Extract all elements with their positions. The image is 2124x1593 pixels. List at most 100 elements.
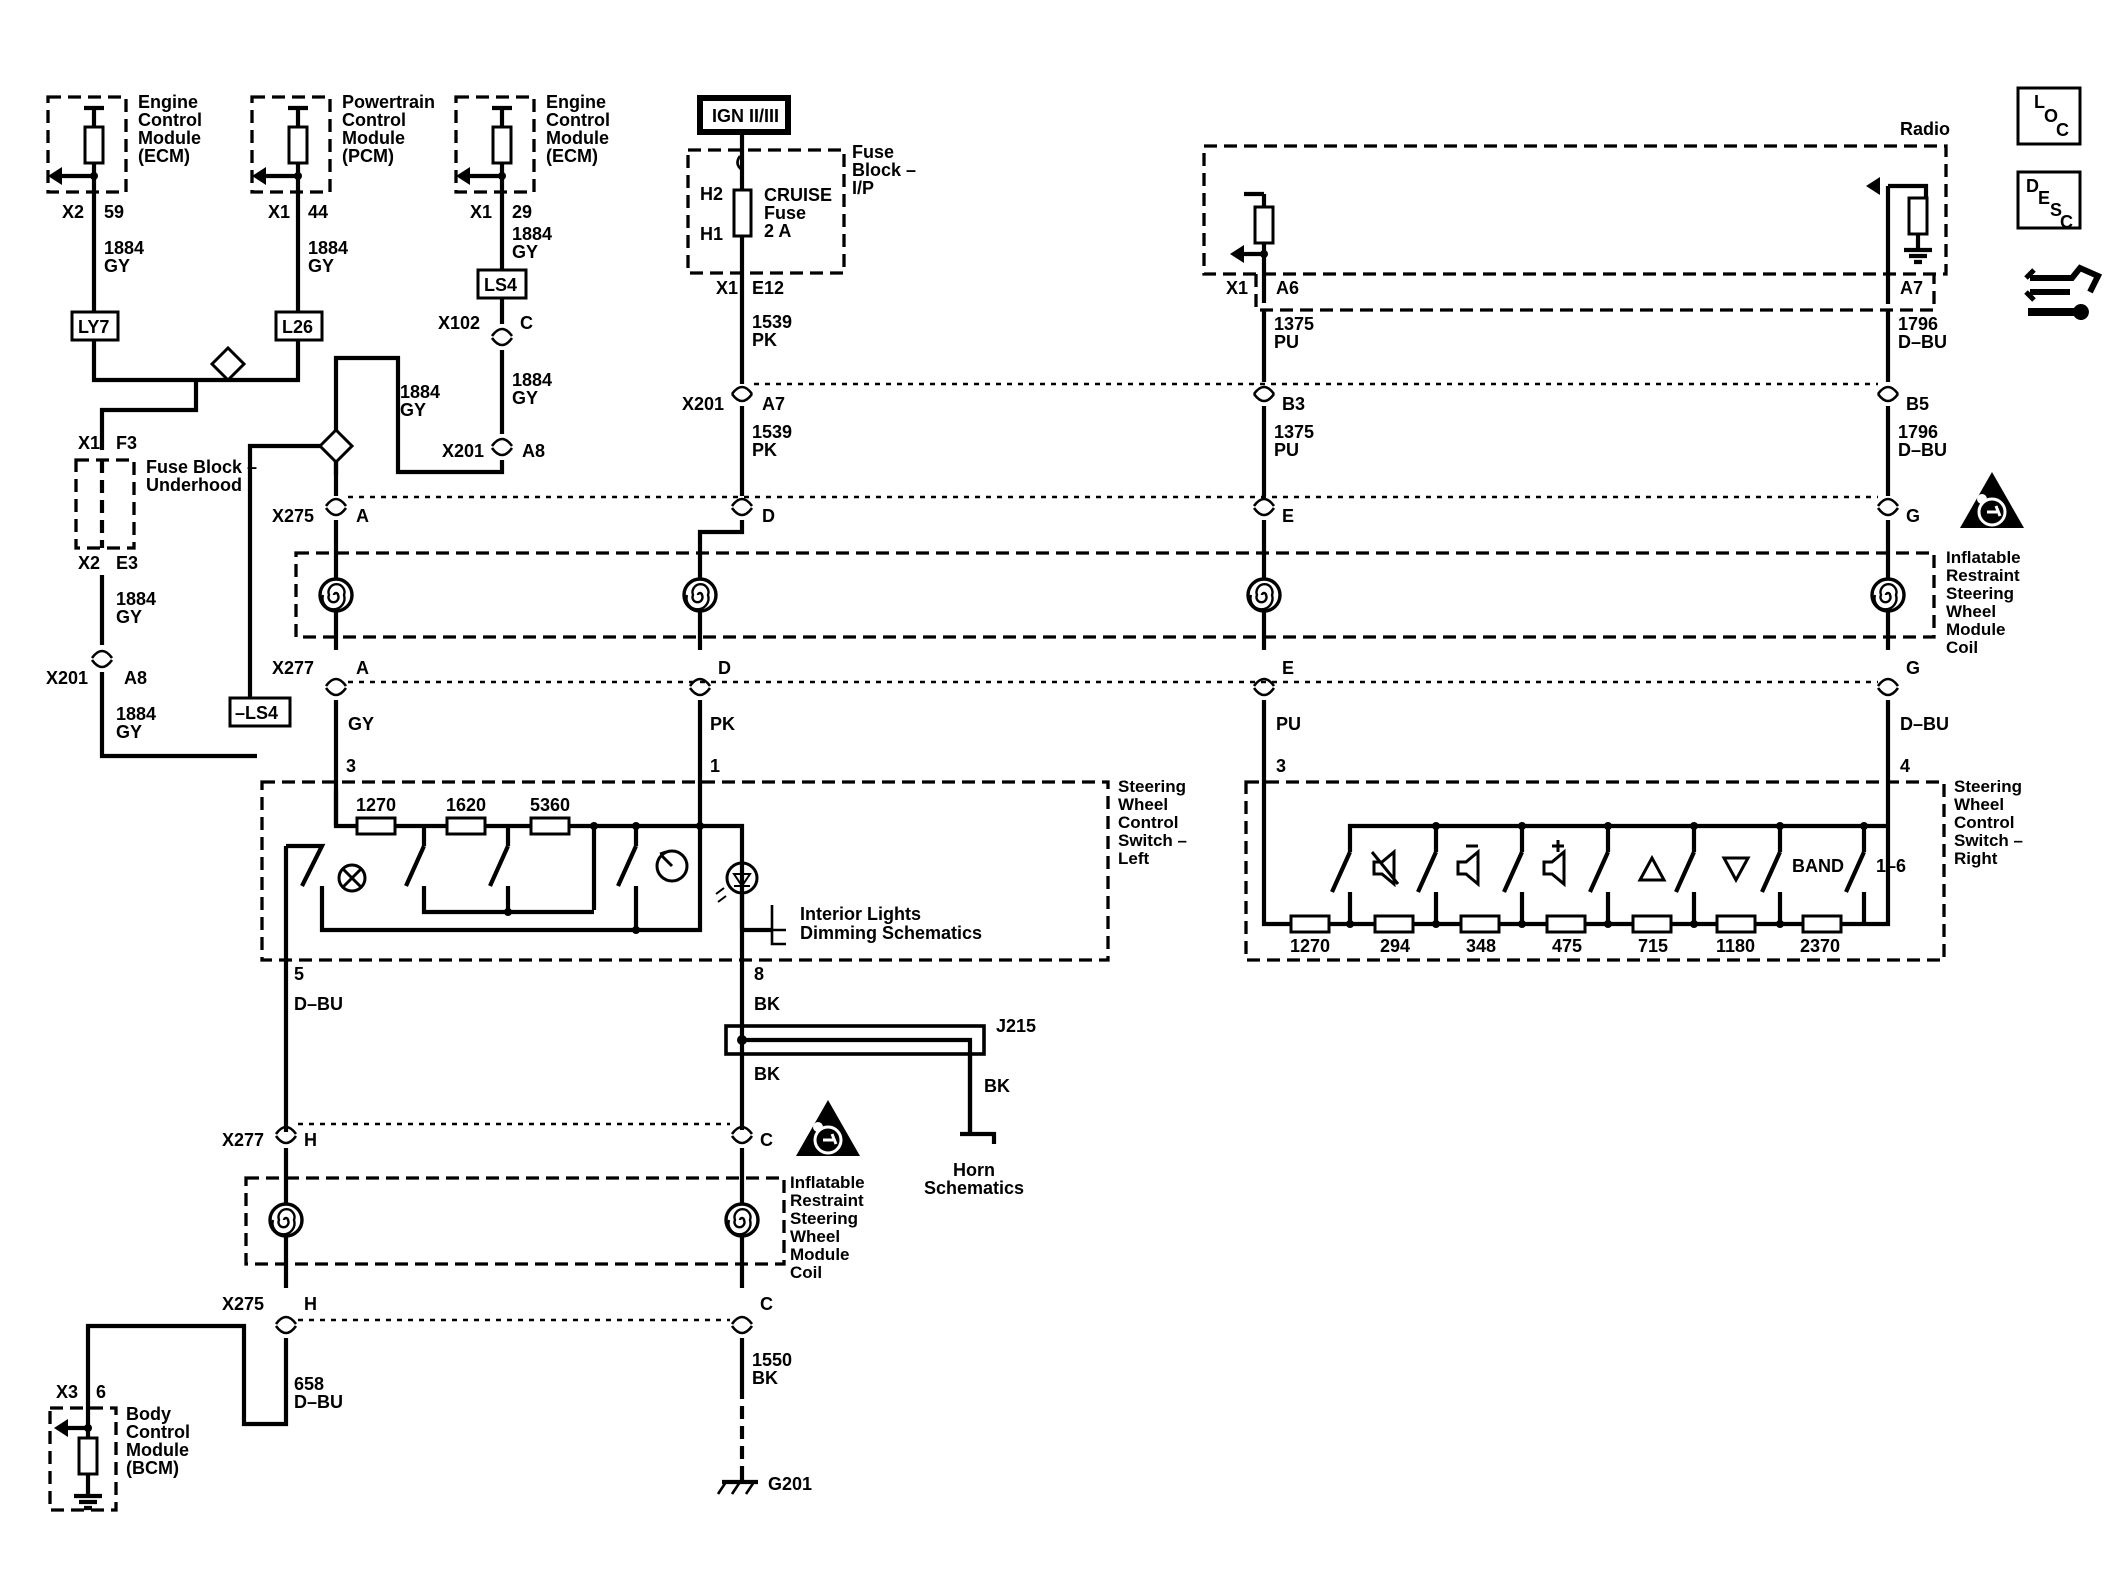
ground-g201-icon [716,1472,758,1495]
svg-text:S: S [2050,200,2062,220]
ly7-option-label: LY7 [78,317,109,337]
airbag-warning-icon [1958,470,2026,530]
svg-text:X277: X277 [272,658,314,678]
x277-connector-row: X277 A D E G GY PK PU D–BU [272,658,1949,826]
svg-text:A7: A7 [762,394,785,414]
loc-badge-icon[interactable]: LOC [2016,86,2082,146]
svg-text:8: 8 [754,964,764,984]
svg-text:3: 3 [1276,756,1286,776]
svg-text:1539: 1539 [752,312,792,332]
svg-text:E: E [1282,658,1294,678]
cruise-speedometer-icon [655,849,689,883]
svg-text:PK: PK [752,330,777,350]
svg-text:BK: BK [754,994,780,1014]
svg-text:E: E [1282,506,1294,526]
svg-text:IGN II/III: IGN II/III [712,106,779,126]
seek-down-icon [1721,856,1751,884]
svg-text:A: A [356,506,369,526]
svg-text:1884: 1884 [116,704,156,724]
svg-text:Fuse Block –Underhood: Fuse Block –Underhood [146,457,257,495]
svg-text:X3: X3 [56,1382,78,1402]
not-ls4-option-label: –LS4 [235,703,278,723]
svg-text:X201: X201 [682,394,724,414]
svg-text:A7: A7 [1900,278,1923,298]
svg-text:D–BU: D–BU [1898,440,1947,460]
svg-text:1375: 1375 [1274,422,1314,442]
svg-text:2370: 2370 [1800,936,1840,956]
svg-text:X201: X201 [46,668,88,688]
band-button-label: BAND [1792,856,1844,876]
svg-text:GY: GY [116,722,142,742]
airbag-warning-icon-lower [794,1098,862,1158]
svg-text:44: 44 [308,202,328,222]
volume-up-icon [1542,840,1566,888]
volume-down-icon [1456,844,1480,888]
svg-text:H2: H2 [700,184,723,204]
svg-text:1884: 1884 [512,370,552,390]
svg-text:1796: 1796 [1898,314,1938,334]
svg-text:PK: PK [752,440,777,460]
l26-option-label: L26 [282,317,313,337]
svg-text:E3: E3 [116,553,138,573]
svg-text:D: D [762,506,775,526]
svg-text:1539: 1539 [752,422,792,442]
svg-text:A8: A8 [124,668,147,688]
svg-text:X102: X102 [438,313,480,333]
preset-button-label: 1–6 [1876,856,1906,876]
svg-text:X1: X1 [470,202,492,222]
backlight-led-icon [715,861,759,903]
svg-text:348: 348 [1466,936,1496,956]
svg-text:658: 658 [294,1374,324,1394]
svg-text:D–BU: D–BU [1900,714,1949,734]
svg-text:D–BU: D–BU [294,1392,343,1412]
svg-text:GY: GY [400,400,426,420]
svg-text:3: 3 [346,756,356,776]
svg-text:PU: PU [1276,714,1301,734]
ign-power-source: IGN II/III [697,95,791,135]
svg-text:1884: 1884 [116,589,156,609]
svg-text:D–BU: D–BU [294,994,343,1014]
ls4-option-label: LS4 [484,275,517,295]
svg-text:C: C [760,1294,773,1314]
svg-text:C: C [2060,212,2073,232]
svg-text:G: G [1906,658,1920,678]
svg-text:1375: 1375 [1274,314,1314,334]
svg-text:O: O [2044,106,2058,126]
svg-text:X201: X201 [442,441,484,461]
svg-text:GY: GY [104,256,130,276]
svg-text:J215: J215 [996,1016,1036,1036]
svg-text:E12: E12 [752,278,784,298]
svg-text:E: E [2038,188,2050,208]
svg-text:PK: PK [710,714,735,734]
svg-text:G201: G201 [768,1474,812,1494]
svg-text:C: C [520,313,533,333]
svg-text:1884: 1884 [512,224,552,244]
x275-connector-row: X275 A D E G [272,495,1920,526]
svg-text:1: 1 [710,756,720,776]
svg-text:GY: GY [512,388,538,408]
svg-text:GY: GY [116,607,142,627]
svg-text:X1: X1 [268,202,290,222]
diagnostic-wrench-icon[interactable] [2024,264,2103,320]
svg-text:X2: X2 [62,202,84,222]
x277-connector-lower: X277 H C [222,1122,773,1150]
svg-text:5360: 5360 [530,795,570,815]
svg-text:B5: B5 [1906,394,1929,414]
svg-text:715: 715 [1638,936,1668,956]
